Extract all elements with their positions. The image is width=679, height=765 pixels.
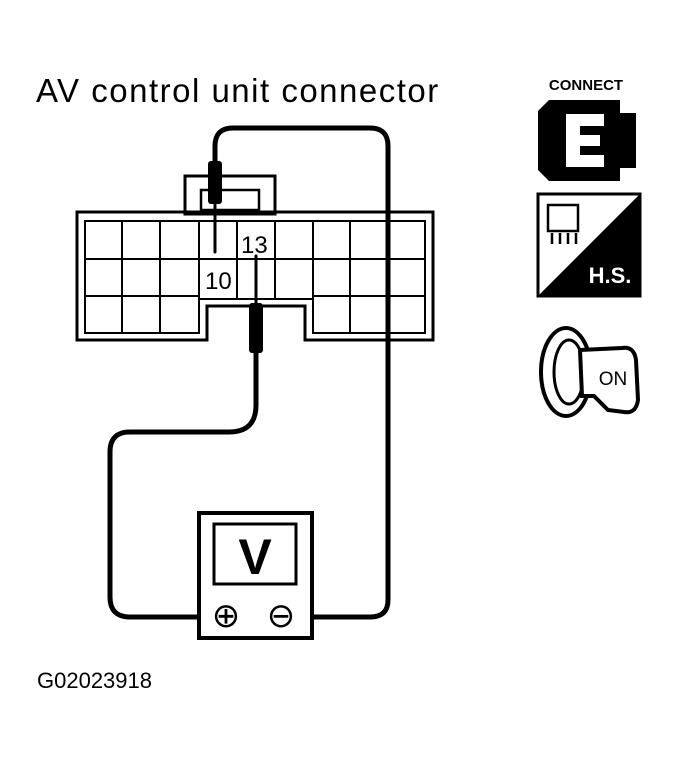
harness-plug-icon: [546, 203, 580, 233]
harness-side-icon-fill: [538, 194, 640, 296]
negative-lead-wire: [212, 125, 391, 620]
probe-handle-13: [249, 303, 263, 353]
voltmeter-display: [212, 522, 298, 586]
positive-lead-wire: [107, 347, 259, 620]
ignition-icon-label: ON: [599, 369, 628, 390]
connect-icon: CONNECT: [538, 77, 636, 181]
diagram-title: AV control unit connector: [36, 72, 440, 109]
connect-icon-label: CONNECT: [549, 77, 623, 94]
figure-id: G02023918: [37, 668, 152, 693]
positive-terminal-icon: ⊕: [212, 597, 241, 635]
pin-label-bg: [203, 262, 235, 294]
voltmeter-symbol: V: [238, 529, 272, 585]
harness-side-icon: H.S.: [536, 192, 642, 298]
probe-handle-10: [208, 161, 222, 204]
connector-latch-inner: [199, 188, 261, 212]
pin-label-bg: [240, 228, 272, 258]
connector-latch: [183, 174, 277, 216]
pin-label-10: 10: [205, 268, 232, 295]
ignition-on-icon: ON: [539, 326, 641, 418]
connector: [75, 174, 435, 342]
harness-wires-icon: [550, 233, 578, 244]
negative-terminal-icon: ⊖: [267, 597, 296, 635]
ignition-key-icon: [577, 345, 641, 415]
voltmeter: V ⊕ ⊖: [197, 511, 314, 640]
harness-side-icon-label: H.S.: [589, 263, 632, 288]
connector-shell: [75, 210, 435, 342]
pin-label-13: 13: [241, 232, 268, 259]
connector-plug-e-mark: [566, 114, 604, 167]
